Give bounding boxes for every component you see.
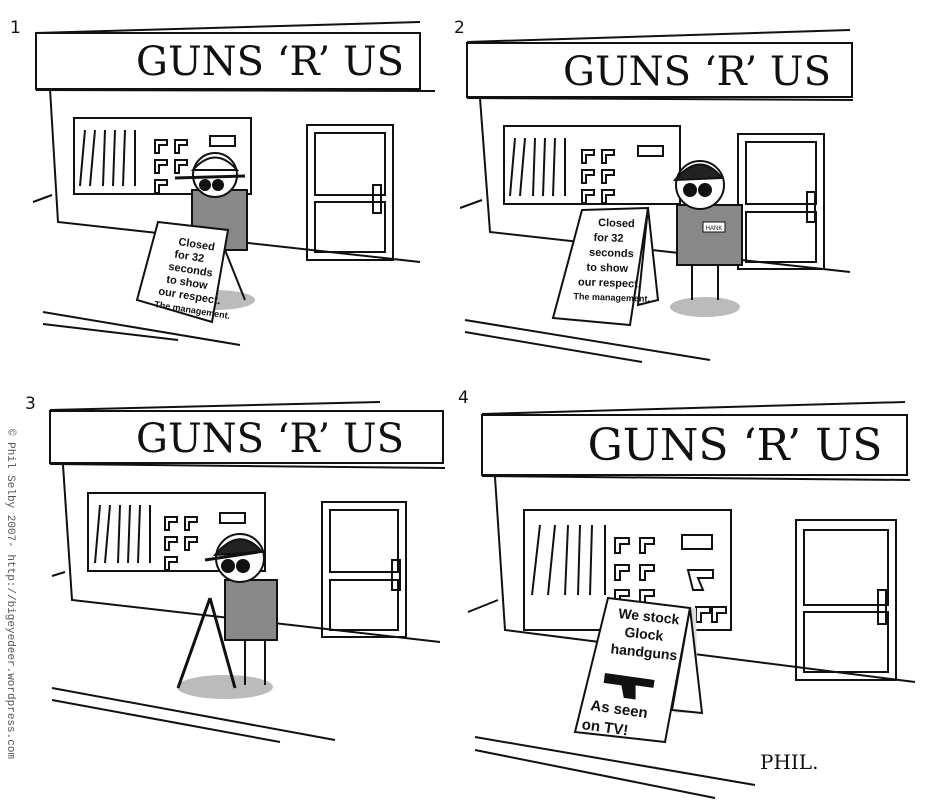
artist-signature: PHIL. bbox=[760, 750, 819, 774]
glock-placard: We stock Glock handguns As seen on TV! bbox=[573, 596, 704, 744]
svg-text:Closed for 32: Closed for 32 seconds to show our respec… bbox=[573, 216, 652, 304]
storefront-illustration: We stock Glock handguns As seen on TV! G… bbox=[467, 401, 916, 799]
name-badge: HANK bbox=[706, 226, 723, 232]
closed-placard: Closed for 32 seconds to show our respec… bbox=[551, 206, 660, 327]
storefront-illustration: GUNS ‘R’ US bbox=[49, 401, 446, 743]
panel-number: 1 bbox=[10, 18, 21, 38]
panel-number: 3 bbox=[25, 394, 36, 414]
pistol-icon bbox=[603, 673, 655, 700]
store-sign: GUNS ‘R’ US bbox=[563, 49, 831, 95]
panel-4: 4 We stock G bbox=[458, 380, 916, 799]
panel-1: 1 bbox=[0, 0, 440, 380]
svg-text:We stock Glock: We stock Glock handguns bbox=[610, 605, 684, 664]
store-sign: GUNS ‘R’ US bbox=[136, 416, 404, 462]
panel-number: 2 bbox=[454, 18, 465, 38]
store-sign: GUNS ‘R’ US bbox=[588, 420, 883, 471]
store-sign: GUNS ‘R’ US bbox=[136, 39, 404, 85]
panel-3: 3 GUN bbox=[0, 380, 446, 760]
storefront-illustration: Closed for 32 seconds to show our respec… bbox=[32, 21, 436, 346]
panel-2: 2 HANK bbox=[454, 0, 900, 380]
panel-number: 4 bbox=[458, 388, 469, 408]
svg-text:GUNS ‘R’ US: GUNS ‘R’ US bbox=[136, 39, 404, 85]
storefront-illustration: HANK Closed for 32 seconds to show our r… bbox=[460, 29, 854, 363]
